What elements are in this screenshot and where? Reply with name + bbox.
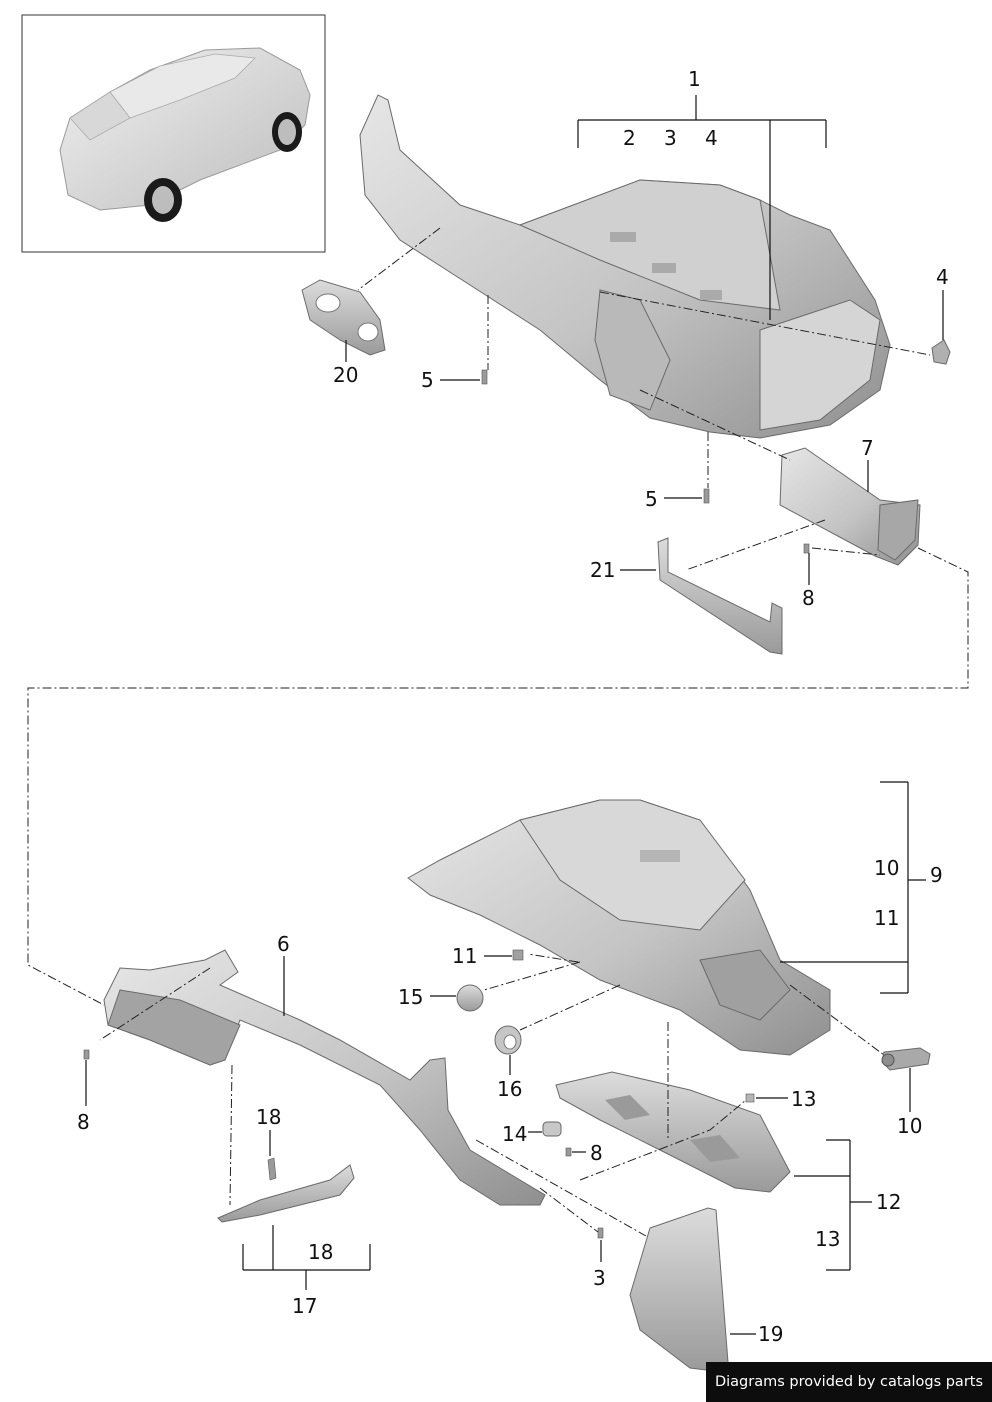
callout-18-upper: 18 (256, 1105, 281, 1129)
screw-part-5-lower (703, 488, 710, 504)
vent-bezel-part (301, 279, 386, 356)
ring-part-16 (494, 1025, 522, 1055)
clip-part-4 (931, 339, 951, 365)
glovebox-part-9 (407, 799, 831, 1056)
vehicle-illustration (59, 47, 311, 222)
screw-part-8-upper (803, 543, 810, 554)
leader-lines (85, 95, 944, 1335)
callout-10-lower: 10 (897, 1114, 922, 1138)
lower-trim-panel-part-6 (103, 949, 546, 1206)
callout-1: 1 (688, 67, 701, 91)
screw-part-5-upper (481, 369, 488, 385)
callout-11: 11 (452, 944, 477, 968)
screw-part-3-lower (597, 1227, 604, 1239)
callout-16: 16 (497, 1077, 522, 1101)
handle-trim-part-21 (657, 537, 783, 655)
callout-12: 12 (876, 1190, 901, 1214)
callout-17: 17 (292, 1294, 317, 1318)
callout-8-upper: 8 (802, 586, 815, 610)
callout-13-upper: 13 (791, 1087, 816, 1111)
dashboard-carrier-part (359, 94, 891, 439)
callout-20: 20 (333, 363, 358, 387)
credit-text: Diagrams provided by catalogs parts (714, 1374, 984, 1390)
callout-3: 3 (664, 126, 677, 150)
callout-3-lower: 3 (593, 1266, 606, 1290)
trim-strip-part-18 (217, 1157, 355, 1223)
callout-11-upper: 11 (874, 906, 899, 930)
callout-5-lower: 5 (645, 487, 658, 511)
callout-21: 21 (590, 558, 615, 582)
callout-7: 7 (861, 436, 874, 460)
assembly-lines (27, 227, 969, 1237)
glovebox-lid-part-7 (779, 447, 921, 566)
clip-part-13 (745, 1093, 755, 1103)
callout-18-lower: 18 (308, 1240, 333, 1264)
clip-part-11 (512, 949, 524, 961)
callout-5-upper: 5 (421, 368, 434, 392)
tray-part-12 (555, 1071, 791, 1193)
cap-part-14 (542, 1121, 562, 1137)
side-panel-part-19 (629, 1207, 729, 1373)
vehicle-inset (21, 14, 326, 253)
callout-13-lower: 13 (815, 1227, 840, 1251)
screw-part-8-mid (565, 1147, 572, 1157)
callout-4: 4 (705, 126, 718, 150)
callout-2: 2 (623, 126, 636, 150)
cap-part-15 (456, 984, 484, 1012)
callout-9: 9 (930, 863, 943, 887)
callout-6: 6 (277, 932, 290, 956)
credit-banner: Diagrams provided by catalogs parts (706, 1362, 992, 1402)
screw-part-8-left (83, 1049, 90, 1060)
callout-10-upper: 10 (874, 856, 899, 880)
callout-labels: 1 2 3 4 4 20 5 5 7 21 8 10 9 11 11 15 16… (77, 67, 949, 1346)
callout-19: 19 (758, 1322, 783, 1346)
callout-4-clip: 4 (936, 265, 949, 289)
callout-8-left: 8 (77, 1110, 90, 1134)
actuator-part-10 (881, 1047, 931, 1071)
callout-8-mid: 8 (590, 1141, 603, 1165)
callout-15: 15 (398, 985, 423, 1009)
callout-14: 14 (502, 1122, 527, 1146)
